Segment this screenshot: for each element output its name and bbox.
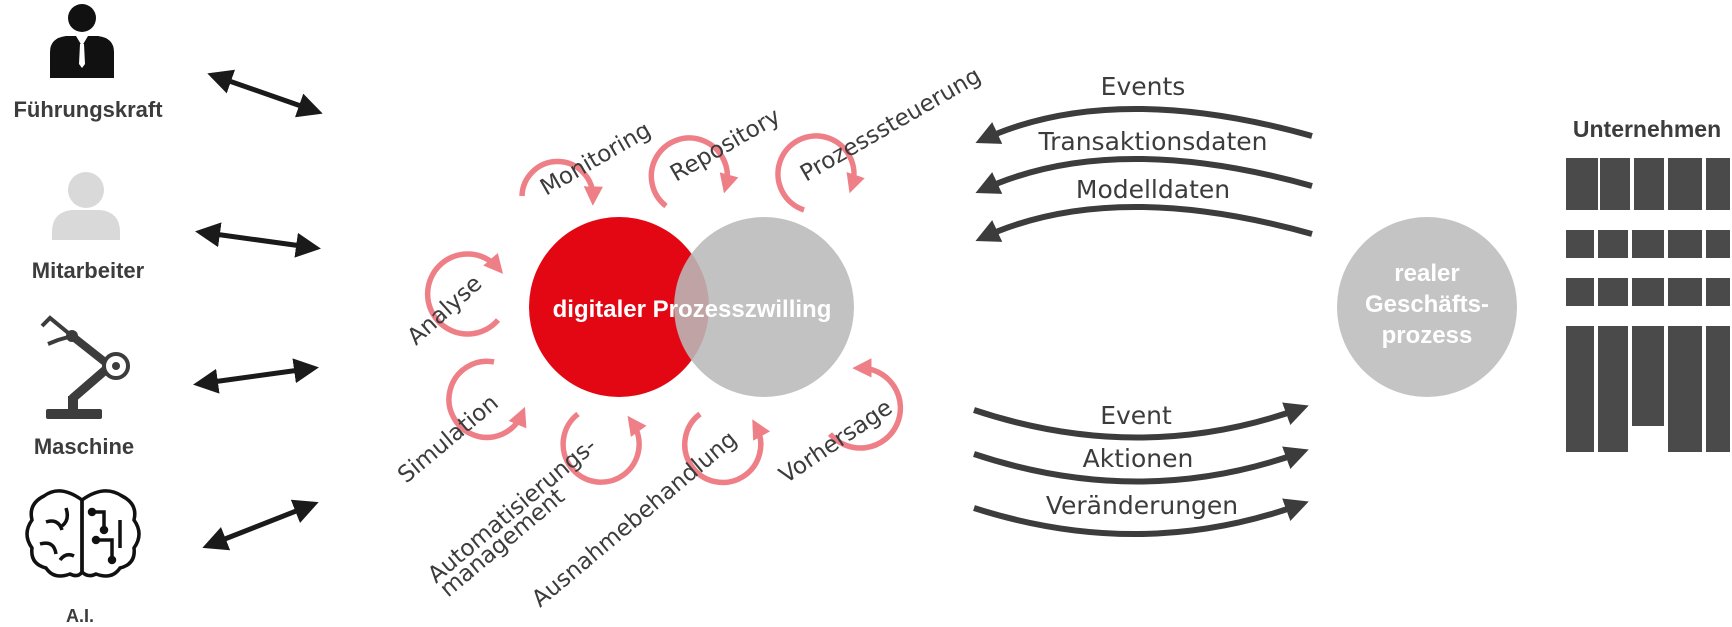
analysis-label: Analyse: [403, 271, 488, 351]
machine-double-arrow: [193, 358, 319, 394]
changes-arrow: [973, 498, 1309, 538]
real-process-line2: Geschäfts-: [1365, 291, 1489, 318]
ai-brain-icon: [25, 489, 141, 578]
employee-icon: [52, 172, 120, 240]
inbound-arrows: [975, 105, 1313, 242]
real-process-line1: realer: [1394, 260, 1459, 287]
control-cycle-icon: [775, 133, 865, 213]
events-label: Events: [1101, 72, 1186, 101]
outbound-arrows: [973, 402, 1309, 538]
real-process-line3: prozess: [1382, 322, 1473, 349]
machine-label: Maschine: [34, 434, 134, 459]
employee-double-arrow: [195, 222, 321, 258]
manager-label: Führungskraft: [13, 97, 163, 122]
events-arrow: [975, 105, 1313, 144]
digital-twin-circle: [529, 217, 709, 397]
employee-label: Mitarbeiter: [32, 258, 145, 283]
manager-double-arrow: [207, 69, 323, 118]
digital-twin-label: digitaler Prozesszwilling: [553, 296, 832, 323]
company-building-icon: [1566, 158, 1730, 452]
transactions-arrow: [975, 155, 1313, 194]
automation-cycle-icon: [560, 411, 647, 485]
simulation-cycle-icon: [446, 358, 527, 441]
changes-label: Veränderungen: [1046, 491, 1238, 520]
control-label: Prozesssteuerung: [796, 63, 985, 187]
actions-arrow: [973, 446, 1309, 485]
ai-label: A.I.: [66, 606, 94, 626]
repository-cycle-icon: [648, 135, 739, 209]
real-twin-circle: [674, 217, 854, 397]
event-arrow: [973, 402, 1309, 441]
robot-arm-icon: [40, 315, 130, 419]
analysis-cycle-icon: [424, 251, 504, 337]
company-label: Unternehmen: [1573, 116, 1721, 142]
monitoring-cycle-icon: [519, 158, 603, 206]
cycle-arrows: [424, 133, 904, 486]
exception-cycle-icon: [682, 411, 771, 486]
transactions-label: Transaktionsdaten: [1038, 127, 1268, 156]
models-arrow: [975, 203, 1313, 242]
prediction-cycle-icon: [827, 358, 904, 451]
ai-double-arrow: [202, 499, 319, 551]
models-label: Modelldaten: [1076, 175, 1230, 204]
real-process-circle: [1337, 217, 1517, 397]
manager-icon: [50, 4, 114, 78]
actions-label: Aktionen: [1083, 444, 1194, 473]
event-label: Event: [1100, 401, 1172, 430]
